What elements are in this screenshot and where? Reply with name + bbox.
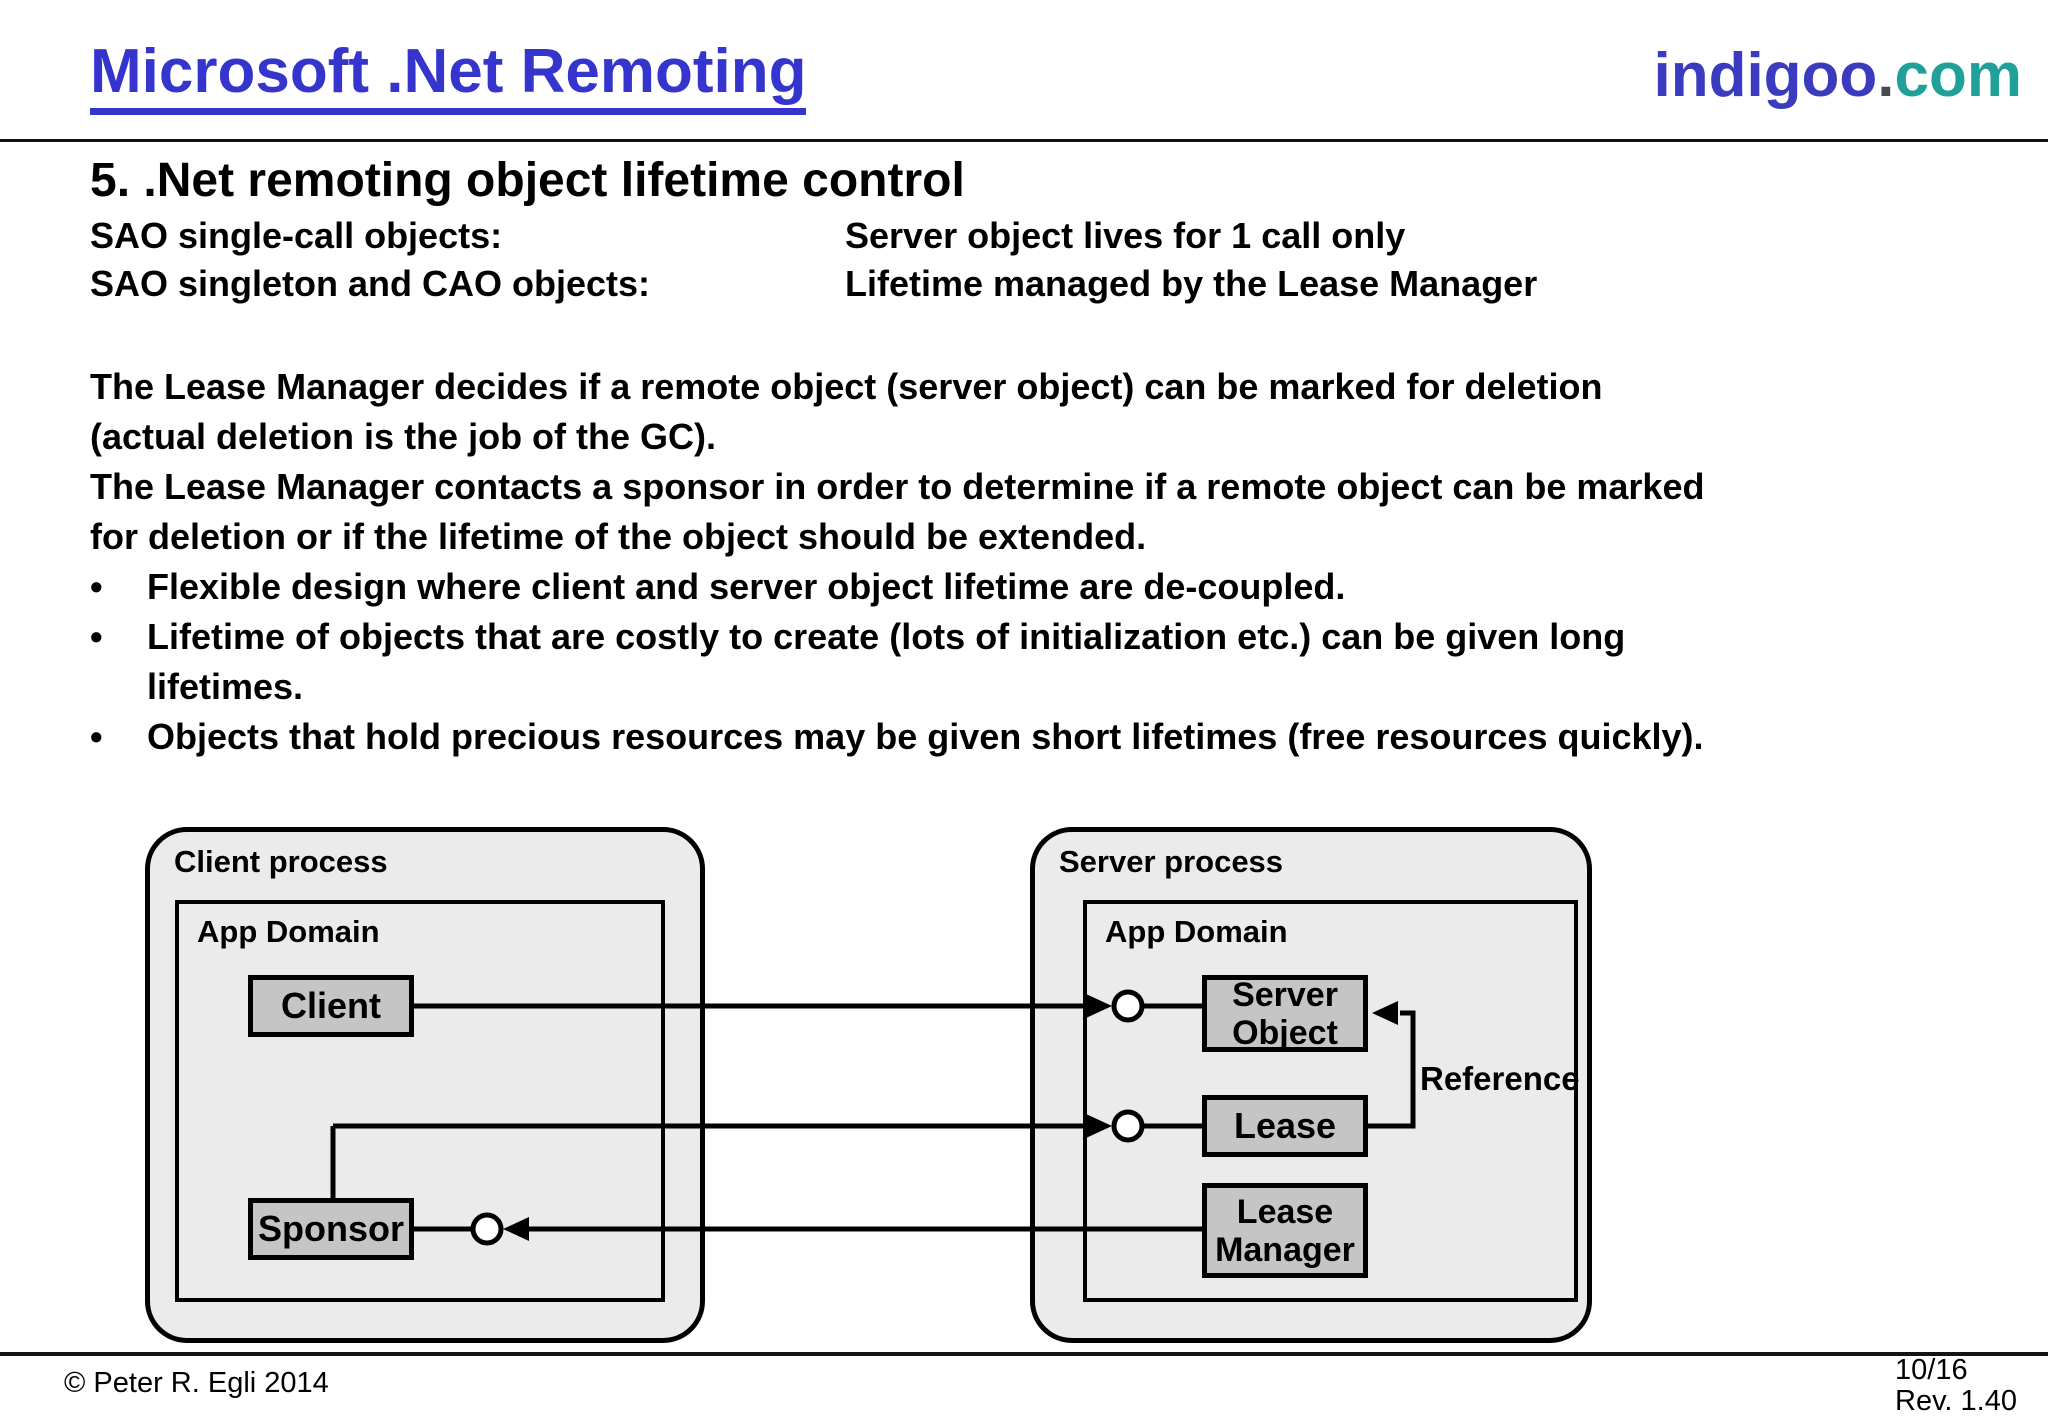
bullet-text: Flexible design where client and server … [147,566,1346,607]
brand-tld: com [1894,41,2022,110]
node-sponsor: Sponsor [248,1198,414,1260]
definition-desc: Server object lives for 1 call only [845,215,1406,256]
server-app-domain-label: App Domain [1105,914,1288,949]
footer-divider [0,1352,2048,1356]
paragraph-line: The Lease Manager decides if a remote ob… [90,366,1603,407]
bullet-item: • Lifetime of objects that are costly to … [90,612,2048,662]
bullet-icon: • [90,566,103,607]
client-process-box: Client process [145,827,705,1343]
copyright-text: © Peter R. Egli 2014 [64,1367,329,1399]
definition-desc: Lifetime managed by the Lease Manager [845,263,1538,304]
node-lease-manager: Lease Manager [1202,1183,1368,1278]
bullet-text: Objects that hold precious resources may… [147,716,1704,757]
bullet-item: • Flexible design where client and server… [90,562,2048,612]
reference-label: Reference [1420,1060,1580,1097]
page-info: 10/16 Rev. 1.40 [1895,1355,2017,1417]
section-heading: 5. .Net remoting object lifetime control [90,154,965,207]
bullet-icon: • [90,616,103,657]
client-app-domain-box: App Domain [175,900,665,1302]
definition-term: SAO singleton and CAO objects: [90,263,651,304]
bullet-item: • Objects that hold precious resources ma… [90,712,2048,762]
header-divider [0,139,2048,142]
paragraph-line: for deletion or if the lifetime of the o… [90,516,1147,557]
node-lease-manager-line2: Manager [1215,1230,1355,1269]
paragraph-line: The Lease Manager contacts a sponsor in … [90,466,1705,507]
bullet-item-continuation: lifetimes. [90,662,2048,712]
node-client: Client [248,975,414,1037]
node-lease-manager-line1: Lease [1236,1192,1334,1231]
bullet-text: lifetimes. [147,666,304,707]
brand-name: indigoo [1653,41,1878,110]
definition-row: SAO singleton and CAO objects: Lifetime … [90,260,2048,308]
definition-term: SAO single-call objects: [90,215,503,256]
node-server-object-line2: Object [1232,1013,1338,1052]
server-process-label: Server process [1059,844,1284,879]
client-process-label: Client process [174,844,388,879]
node-server-object-line1: Server [1232,975,1338,1014]
definition-row: SAO single-call objects: Server object l… [90,212,2048,260]
node-server-object: Server Object [1202,975,1368,1052]
client-app-domain-label: App Domain [197,914,380,949]
bullet-icon: • [90,716,103,757]
bullet-text: Lifetime of objects that are costly to c… [147,616,1626,657]
paragraph-line: (actual deletion is the job of the GC). [90,416,717,457]
page-number: 10/16 [1895,1354,1968,1386]
slide-deck-title: Microsoft .Net Remoting [90,40,807,115]
brand-dot: . [1877,41,1895,110]
node-lease: Lease [1202,1095,1368,1157]
server-app-domain-box: App Domain [1083,900,1578,1302]
brand-logo: indigoo.com [1653,44,2022,108]
revision-number: Rev. 1.40 [1895,1385,2017,1417]
